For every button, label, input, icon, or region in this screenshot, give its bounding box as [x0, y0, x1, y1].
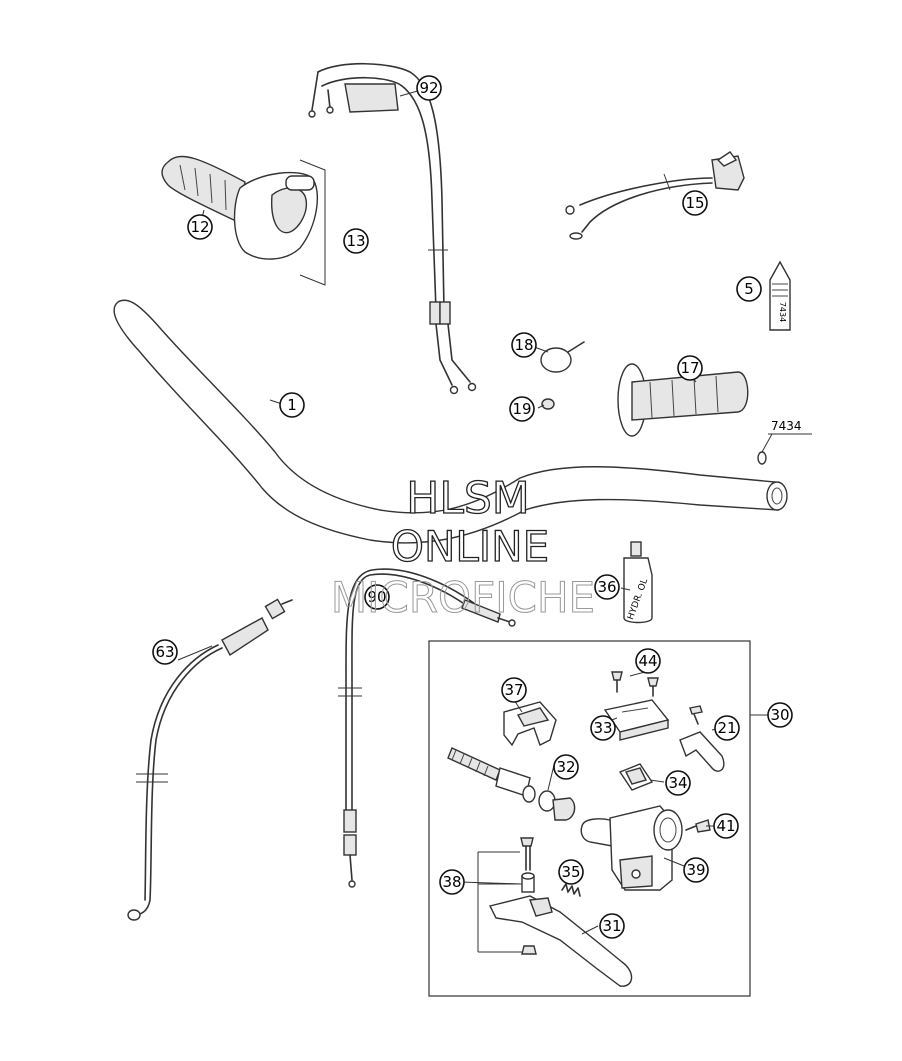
clutch-lever — [488, 895, 633, 987]
master-cylinder-box — [428, 640, 768, 997]
handlebar-clamp — [503, 701, 557, 747]
svg-text:21: 21 — [717, 719, 736, 737]
svg-text:35: 35 — [561, 863, 580, 881]
handlebar — [113, 299, 788, 544]
grommet — [541, 398, 555, 410]
cover-screws — [611, 671, 659, 697]
left-grip — [617, 363, 749, 437]
svg-text:31: 31 — [602, 917, 621, 935]
lever-pivot-hardware — [477, 837, 537, 955]
watermark: HLSM ONLINE MICROFICHE — [330, 472, 595, 622]
svg-text:90: 90 — [367, 588, 386, 606]
callout-19: 19 — [509, 396, 535, 422]
cable-tie — [540, 341, 585, 373]
kill-switch — [565, 151, 745, 240]
tube-code: 7434 — [778, 302, 787, 322]
callout-5: 5 — [736, 276, 762, 302]
clamp-screw — [685, 819, 711, 833]
callout-90: 90 — [364, 584, 390, 610]
callout-92: 92 — [416, 75, 442, 101]
callout-36: 36 — [594, 574, 620, 600]
watermark-line1: HLSM — [406, 473, 530, 524]
svg-text:34: 34 — [668, 774, 687, 792]
svg-text:1: 1 — [287, 396, 297, 414]
callout-21: 21 — [714, 715, 740, 741]
svg-text:39: 39 — [686, 861, 705, 879]
svg-text:13: 13 — [346, 232, 365, 250]
callout-39: 39 — [683, 857, 709, 883]
callout-38: 38 — [439, 869, 465, 895]
callout-34: 34 — [665, 770, 691, 796]
svg-text:15: 15 — [685, 194, 704, 212]
svg-text:32: 32 — [556, 758, 575, 776]
loctite-tube: 7434 — [769, 260, 791, 331]
hot-start-cable — [127, 598, 293, 921]
svg-text:12: 12 — [190, 218, 209, 236]
throttle-cables — [308, 62, 477, 395]
lever-spring — [561, 883, 581, 897]
callout-30: 30 — [767, 702, 793, 728]
callout-63: 63 — [152, 639, 178, 665]
callout-35: 35 — [558, 859, 584, 885]
throttle-grip — [161, 155, 326, 286]
svg-text:33: 33 — [593, 719, 612, 737]
svg-text:5: 5 — [744, 280, 754, 298]
callout-44: 44 — [635, 648, 661, 674]
svg-text:30: 30 — [770, 706, 789, 724]
svg-text:38: 38 — [442, 873, 461, 891]
piston-kit — [447, 747, 576, 821]
callout-13: 13 — [343, 228, 369, 254]
watermark-line3: MICROFICHE — [331, 573, 595, 622]
callout-15: 15 — [682, 190, 708, 216]
hydraulic-oil-bottle: HYDR. OL — [623, 541, 653, 624]
svg-text:17: 17 — [680, 359, 699, 377]
part-code: 7434 — [771, 419, 802, 433]
piston-cover — [618, 763, 654, 791]
svg-text:37: 37 — [504, 681, 523, 699]
svg-text:19: 19 — [512, 400, 531, 418]
callout-12: 12 — [187, 214, 213, 240]
callout-32: 32 — [553, 754, 579, 780]
callout-18: 18 — [511, 332, 537, 358]
adjuster-lever — [679, 705, 725, 772]
watermark-line2: ONLINE — [391, 522, 549, 571]
callout-31: 31 — [599, 913, 625, 939]
svg-text:36: 36 — [597, 578, 616, 596]
callout-37: 37 — [501, 677, 527, 703]
callout-41: 41 — [713, 813, 739, 839]
svg-text:92: 92 — [419, 79, 438, 97]
clutch-cable — [338, 568, 516, 888]
part-code-label: 7434 — [757, 419, 812, 465]
reservoir-cover — [603, 699, 670, 741]
callout-1: 1 — [279, 392, 305, 418]
callout-17: 17 — [677, 355, 703, 381]
svg-text:63: 63 — [155, 643, 174, 661]
svg-text:41: 41 — [716, 817, 735, 835]
svg-text:18: 18 — [514, 336, 533, 354]
master-cylinder-body — [580, 805, 683, 891]
callout-33: 33 — [590, 715, 616, 741]
svg-text:44: 44 — [638, 652, 657, 670]
